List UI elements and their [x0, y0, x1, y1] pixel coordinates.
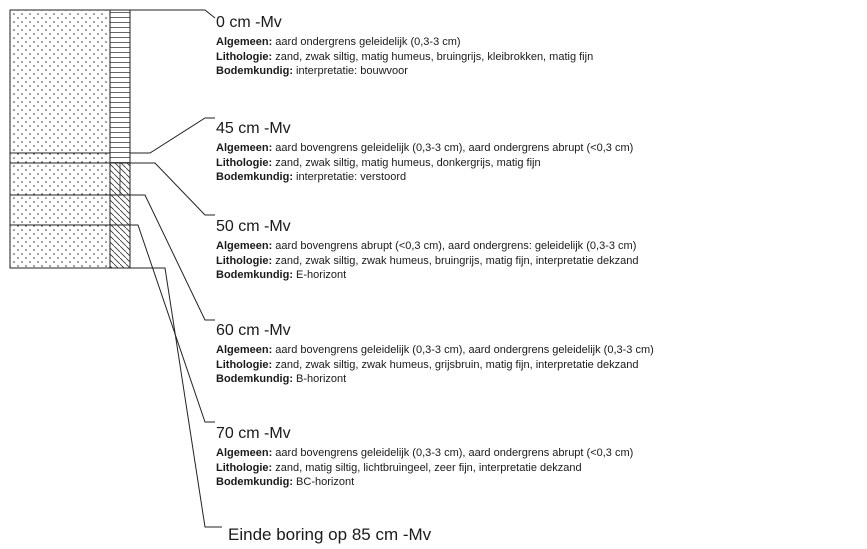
layer-depth: 45 cm -Mv — [216, 120, 291, 137]
leader-lines — [130, 9, 222, 528]
algemeen-line: Algemeen: aard ondergrens geleidelijk (0… — [216, 36, 461, 48]
lithologie-line: Lithologie: zand, zwak siltig, zwak hume… — [216, 358, 639, 371]
layer-depth: 0 cm -Mv — [216, 14, 282, 31]
layer-60: 60 cm -Mv Algemeen: aard bovengrens gele… — [216, 322, 654, 387]
end-of-boring: Einde boring op 85 cm -Mv — [228, 525, 432, 544]
layer-depth: 70 cm -Mv — [216, 425, 291, 442]
layer-45: 45 cm -Mv Algemeen: aard bovengrens gele… — [216, 120, 633, 185]
layer-50: 50 cm -Mv Algemeen: aard bovengrens abru… — [216, 218, 638, 283]
bodemkundig-line: Bodemkundig: interpretatie: verstoord — [216, 171, 407, 183]
algemeen-line: Algemeen: aard bovengrens geleidelijk (0… — [216, 447, 634, 459]
leader-line — [130, 162, 215, 216]
layer-depth: 50 cm -Mv — [216, 218, 291, 235]
lithologie-line: Lithologie: zand, zwak siltig, matig hum… — [216, 50, 594, 63]
humus-column — [109, 9, 131, 164]
lithologie-line: Lithologie: zand, zwak siltig, zwak hume… — [216, 254, 639, 267]
leader-line — [130, 117, 215, 154]
layer-depth: 60 cm -Mv — [216, 322, 291, 339]
lithology-column — [9, 9, 111, 269]
algemeen-line: Algemeen: aard bovengrens geleidelijk (0… — [216, 142, 634, 154]
algemeen-line: Algemeen: aard bovengrens geleidelijk (0… — [216, 344, 654, 356]
lithologie-line: Lithologie: zand, matig siltig, lichtbru… — [216, 461, 582, 474]
layer-0: 0 cm -Mv Algemeen: aard ondergrens gelei… — [216, 14, 593, 79]
leader-line — [130, 267, 222, 528]
algemeen-line: Algemeen: aard bovengrens abrupt (<0,3 c… — [216, 240, 637, 252]
bodemkundig-line: Bodemkundig: interpretatie: bouwvoor — [216, 65, 408, 77]
leader-line — [130, 224, 215, 423]
bodemkundig-line: Bodemkundig: BC-horizont — [216, 476, 355, 488]
bodemkundig-line: Bodemkundig: B-horizont — [216, 373, 347, 385]
lithologie-line: Lithologie: zand, zwak siltig, matig hum… — [216, 156, 541, 169]
layer-70: 70 cm -Mv Algemeen: aard bovengrens gele… — [216, 425, 633, 490]
bodemkundig-line: Bodemkundig: E-horizont — [216, 269, 347, 281]
leader-line — [130, 194, 215, 321]
leader-line — [130, 9, 216, 19]
